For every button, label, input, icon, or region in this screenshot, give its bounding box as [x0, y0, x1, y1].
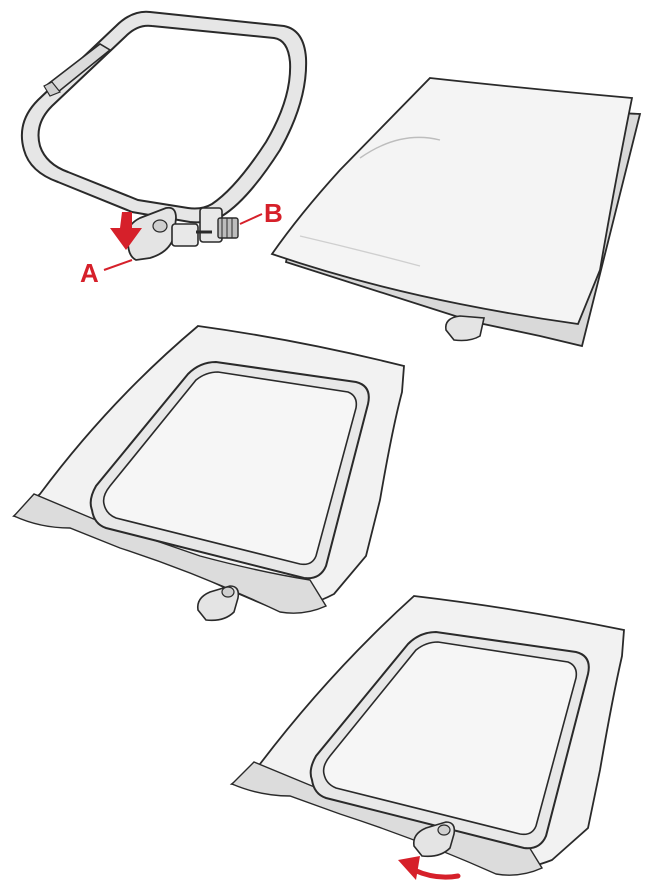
- panel-fabric-in-hoop: [14, 326, 404, 620]
- inner-hoop-icon: [446, 316, 484, 341]
- panel-locking-hoop: [232, 596, 624, 880]
- outer-hoop-icon: [22, 12, 306, 223]
- label-a: A: [80, 258, 99, 288]
- fabric-sheet-icon: [272, 78, 632, 324]
- tension-screw-icon[interactable]: [196, 208, 238, 242]
- label-b: B: [264, 198, 283, 228]
- label-b-leader: [240, 214, 262, 224]
- panel-fabric-stack: [272, 78, 640, 346]
- panel-hoop-parts: A B: [22, 12, 306, 288]
- label-a-leader: [104, 260, 132, 270]
- rotate-arrow-icon: [398, 856, 458, 880]
- hoop-clamp-icon: [198, 586, 239, 620]
